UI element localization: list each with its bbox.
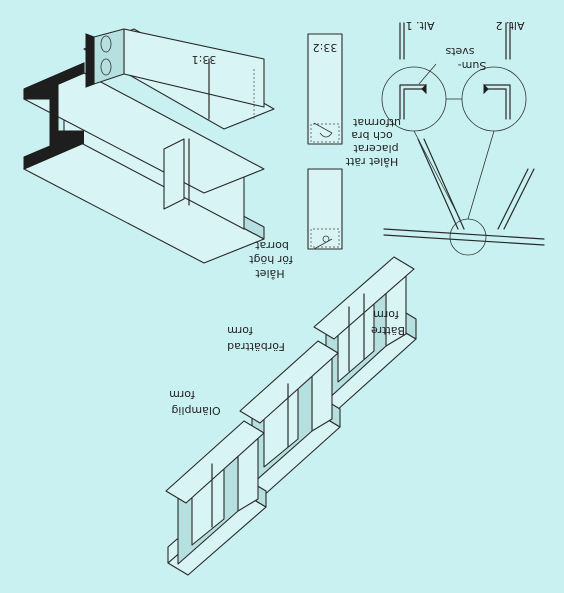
label-sum-svets-1: Sum- [458, 59, 487, 72]
label-fig-33-2: 33:2 [313, 41, 338, 54]
better-form-drawing [313, 256, 417, 412]
unsuitable-form-drawing [165, 420, 267, 576]
label-correct-hole-2: placerat [353, 142, 399, 155]
label-unsuitable-1: Olämplig [171, 404, 220, 417]
channel-beam-drawing [83, 28, 275, 130]
labels: 33:1 33:2 Alt. 1 Alt. 2 Sum- svets Hålet… [169, 19, 524, 417]
label-better-1: Bättre [371, 324, 405, 337]
label-correct-hole-1: Hålet rätt [345, 155, 398, 168]
leader-line-correct-hole [313, 122, 333, 134]
rotated-figure [23, 22, 545, 576]
label-better-2: form [373, 308, 399, 321]
weld-detail-drawing [381, 22, 545, 256]
label-high-hole-1: Hålet [255, 267, 285, 280]
i-beam-drawing [23, 62, 265, 264]
label-correct-hole-4: utformat [352, 116, 401, 129]
label-unsuitable-2: form [169, 388, 195, 401]
leader-line-high-hole [313, 238, 333, 250]
label-high-hole-2: för högt [249, 253, 293, 266]
improved-form-drawing [239, 340, 341, 498]
label-improved-1: Förbättrad [227, 340, 285, 353]
label-alt-1: Alt. 1 [406, 19, 435, 32]
label-high-hole-3: borrat [255, 239, 289, 252]
label-fig-33-1: 33:1 [192, 53, 217, 66]
label-sum-svets-2: svets [445, 45, 474, 58]
hole-detail-drawing [307, 33, 343, 250]
leader-line-weld [418, 63, 437, 85]
label-correct-hole-3: och bra [351, 129, 393, 142]
label-alt-2: Alt. 2 [496, 19, 525, 32]
label-improved-2: form [227, 324, 253, 337]
